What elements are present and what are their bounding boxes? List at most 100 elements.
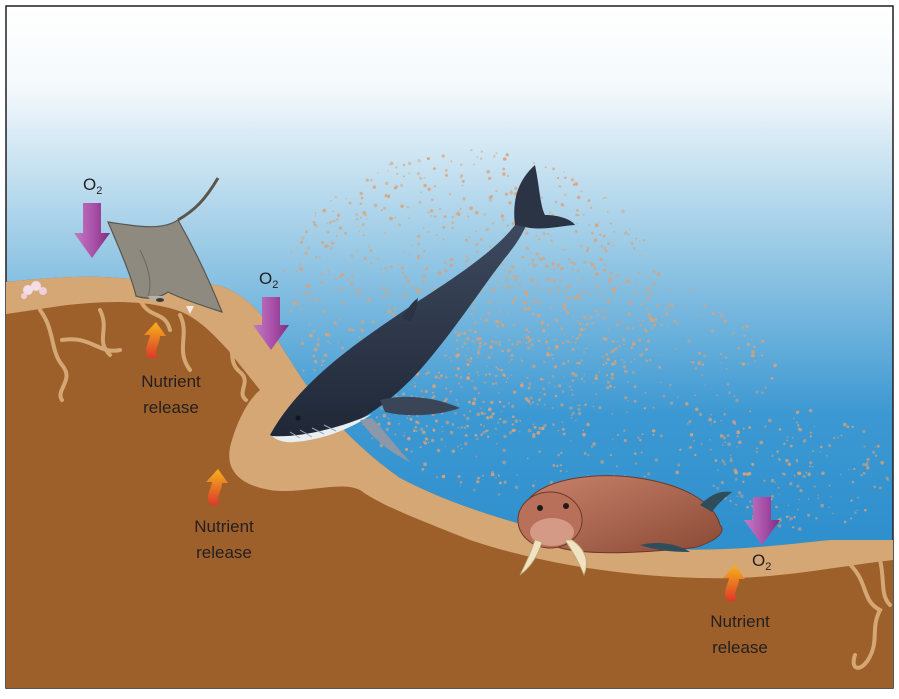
plume-particle [473, 489, 476, 492]
plume-particle [487, 284, 488, 285]
plume-particle [380, 268, 382, 270]
plume-particle [426, 425, 428, 427]
plume-particle [634, 452, 637, 455]
plume-particle [794, 474, 796, 476]
plume-particle [504, 233, 505, 234]
plume-particle [517, 313, 519, 315]
plume-particle [493, 155, 495, 157]
plume-particle [550, 235, 551, 236]
plume-particle [576, 223, 578, 225]
plume-particle [814, 485, 816, 487]
plume-particle [420, 191, 422, 193]
plume-particle [414, 383, 415, 384]
plume-particle [474, 434, 477, 437]
plume-particle [454, 331, 457, 334]
plume-particle [603, 308, 605, 310]
plume-particle [634, 358, 636, 360]
plume-particle [652, 270, 655, 273]
plume-particle [512, 423, 514, 425]
plume-particle [431, 289, 433, 291]
plume-particle [591, 322, 593, 324]
plume-particle [661, 316, 662, 317]
plume-particle [572, 292, 573, 293]
plume-particle [507, 175, 509, 177]
plume-particle [393, 295, 395, 297]
plume-particle [677, 323, 679, 325]
plume-particle [588, 224, 590, 226]
plume-particle [512, 404, 514, 406]
plume-particle [734, 503, 736, 505]
plume-particle [319, 256, 321, 258]
plume-particle [467, 216, 469, 218]
plume-particle [877, 445, 880, 448]
plume-particle [507, 378, 508, 379]
plume-particle [826, 455, 827, 456]
plume-particle [394, 217, 396, 219]
plume-particle [595, 377, 598, 380]
plume-particle [371, 437, 373, 439]
plume-particle [584, 329, 585, 330]
plume-particle [685, 306, 687, 308]
plume-particle [602, 356, 604, 358]
plume-particle [690, 289, 693, 292]
plume-particle [527, 336, 530, 339]
plume-particle [466, 363, 467, 364]
plume-particle [807, 472, 811, 476]
plume-particle [761, 339, 765, 343]
plume-particle [690, 433, 693, 436]
plume-particle [562, 428, 565, 431]
plume-particle [466, 417, 470, 421]
plume-particle [556, 329, 557, 330]
plume-particle [577, 280, 579, 282]
plume-particle [510, 190, 511, 191]
plume-particle [555, 345, 559, 349]
plume-particle [468, 373, 470, 375]
plume-particle [422, 431, 426, 435]
plume-particle [857, 510, 858, 511]
plume-particle [321, 364, 323, 366]
plume-particle [348, 201, 351, 204]
plume-particle [618, 274, 621, 277]
plume-particle [451, 360, 453, 362]
plume-particle [647, 472, 650, 475]
plume-particle [605, 250, 608, 253]
plume-particle [583, 315, 587, 319]
plume-particle [815, 517, 818, 520]
plume-particle [503, 405, 506, 408]
plume-particle [477, 348, 480, 351]
plume-particle [521, 359, 523, 361]
plume-particle [776, 451, 778, 453]
plume-particle [461, 448, 463, 450]
plume-particle [490, 291, 491, 292]
plume-particle [586, 423, 590, 427]
plume-particle [812, 466, 813, 467]
plume-particle [638, 339, 641, 342]
plume-particle [468, 329, 470, 331]
plume-particle [539, 289, 541, 291]
plume-particle [469, 410, 471, 412]
plume-particle [557, 453, 560, 456]
plume-particle [613, 356, 614, 357]
plume-particle [755, 360, 756, 361]
plume-particle [521, 305, 523, 307]
plume-particle [316, 343, 320, 347]
o2-label-subscript: 2 [96, 185, 102, 197]
plume-particle [725, 356, 727, 358]
plume-particle [560, 327, 563, 330]
plume-particle [327, 270, 329, 272]
plume-particle [458, 382, 460, 384]
plume-particle [499, 418, 501, 420]
plume-particle [361, 197, 364, 200]
plume-particle [879, 486, 882, 489]
plume-particle [308, 290, 311, 293]
plume-particle [786, 516, 788, 518]
plume-particle [507, 224, 509, 226]
plume-particle [797, 424, 799, 426]
plume-particle [427, 211, 430, 214]
plume-particle [383, 207, 386, 210]
plume-particle [675, 348, 677, 350]
plume-particle [580, 245, 583, 248]
plume-particle [411, 395, 413, 397]
plume-particle [627, 381, 629, 383]
plume-particle [726, 368, 727, 369]
